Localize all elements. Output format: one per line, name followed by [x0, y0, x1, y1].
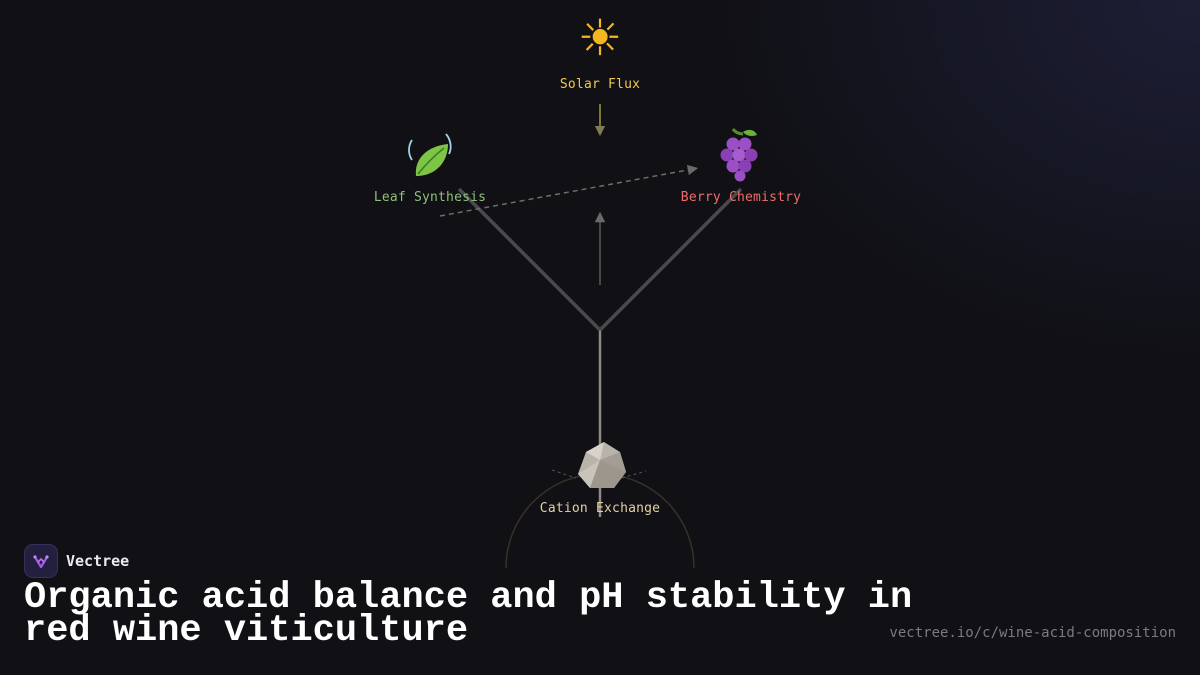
source-url[interactable]: vectree.io/c/wine-acid-composition: [889, 625, 1176, 641]
vectree-logo-icon: [24, 544, 58, 578]
brand-name: Vectree: [66, 552, 130, 570]
sun-icon: ☀: [577, 9, 623, 67]
grapes-icon: [713, 126, 769, 189]
berry-chemistry-label: Berry Chemistry: [680, 190, 802, 205]
brand[interactable]: Vectree: [24, 544, 129, 578]
leaf-synthesis-label: Leaf Synthesis: [373, 190, 487, 205]
root-dash-right: [621, 470, 647, 479]
branch-left: [457, 187, 602, 332]
rock-icon: [570, 438, 630, 500]
leaf-to-berry-arrow: [439, 164, 699, 217]
leaf-icon: [402, 130, 458, 189]
cation-exchange-label: Cation Exchange: [539, 501, 661, 516]
branch-right: [598, 187, 743, 332]
root-dash-left: [551, 469, 577, 479]
solar-flux-label: Solar Flux: [559, 77, 641, 92]
page-title: Organic acid balance and pH stability in…: [24, 577, 913, 652]
